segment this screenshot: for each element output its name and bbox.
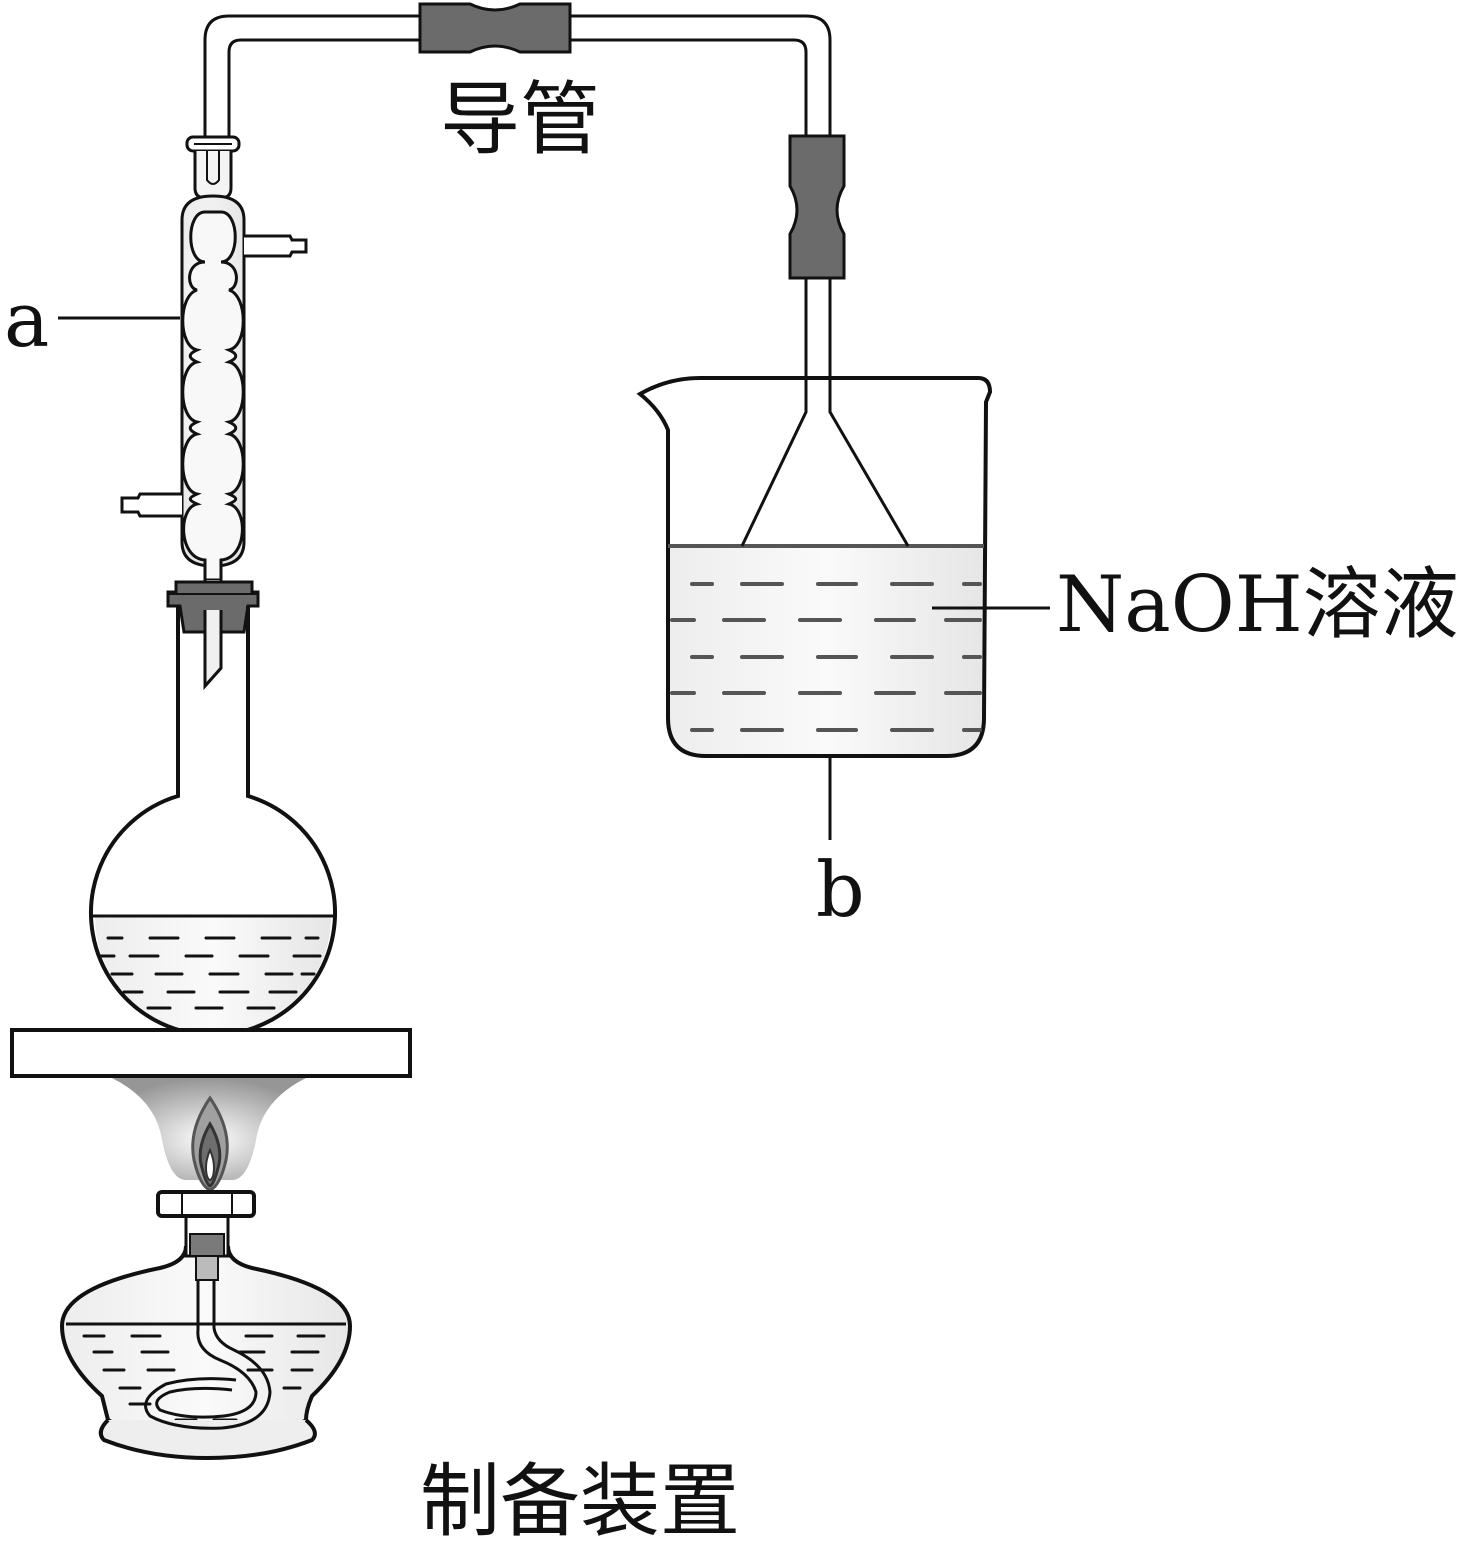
label-delivery-tube: 导管 (440, 73, 600, 166)
label-a: a (4, 275, 50, 364)
flask-liquid-dashes (98, 936, 322, 1010)
rubber-connector-top (418, 2, 572, 54)
label-naoh-solution: NaOH溶液 (1056, 560, 1459, 650)
rubber-connector-right (788, 134, 846, 280)
label-b: b (816, 845, 865, 934)
rubber-stopper (166, 580, 260, 690)
condenser (120, 135, 308, 690)
beaker-liquid-dashes (670, 582, 982, 732)
inverted-funnel (740, 378, 910, 547)
support-plate (10, 1028, 412, 1078)
beaker (636, 376, 993, 758)
flame (112, 1078, 306, 1192)
diagram-title: 制备装置 (420, 1455, 740, 1548)
round-bottom-flask (89, 606, 337, 1037)
alcohol-lamp (59, 1190, 353, 1461)
beaker-inlet-tube (804, 276, 832, 412)
